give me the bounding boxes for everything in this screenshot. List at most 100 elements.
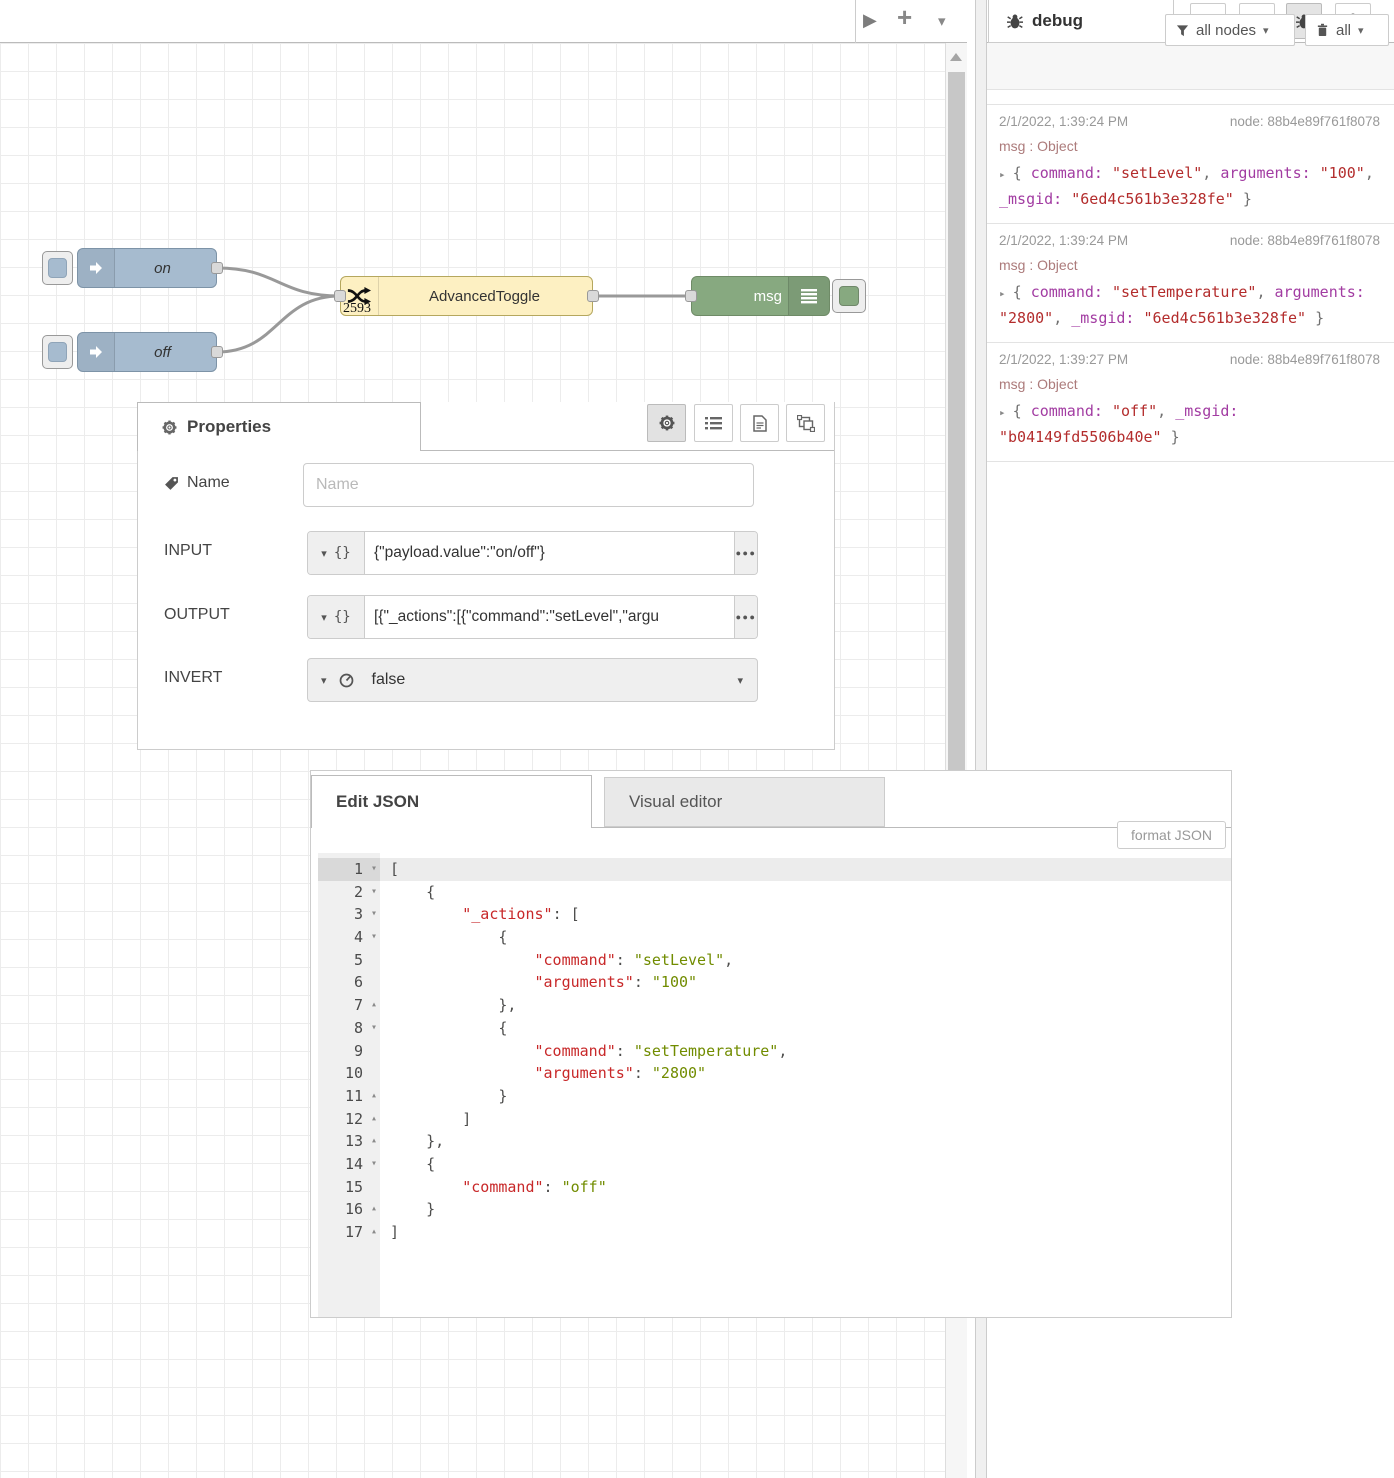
- fold-toggle-icon[interactable]: ▴: [370, 1112, 377, 1124]
- inject-on-button[interactable]: [42, 251, 73, 285]
- debug-node-id: node: 88b4e89f761f8078: [1229, 233, 1380, 248]
- output-value[interactable]: [{"_actions":[{"command":"setLevel","arg…: [374, 608, 659, 625]
- json-code-editor[interactable]: 1▾[2▾ {3▾ "_actions": [4▾ {5 "command": …: [318, 853, 1231, 1317]
- line-number: 7▴: [318, 994, 380, 1017]
- sidebar-resize-handle[interactable]: [976, 0, 987, 1478]
- code-line[interactable]: 5 "command": "setLevel",: [318, 949, 1231, 972]
- line-number: 11▴: [318, 1085, 380, 1108]
- advanced-toggle-node[interactable]: 2593 AdvancedToggle: [340, 276, 593, 316]
- tab-properties[interactable]: Properties: [137, 402, 421, 451]
- expand-arrow-icon[interactable]: ▸: [999, 168, 1006, 181]
- tab-visual-editor[interactable]: Visual editor: [604, 777, 885, 827]
- code-token: ,: [1053, 309, 1072, 327]
- invert-select[interactable]: ▾ false ▾: [307, 658, 758, 702]
- port-on-output[interactable]: [211, 262, 223, 274]
- clear-messages-button[interactable]: all ▾: [1305, 14, 1389, 46]
- input-type-select[interactable]: ▾ {}: [308, 532, 365, 574]
- fold-toggle-icon[interactable]: ▾: [370, 908, 377, 920]
- code-line[interactable]: 6 "arguments": "100": [318, 971, 1231, 994]
- code-token: :: [615, 1041, 634, 1060]
- line-number: 17▴: [318, 1221, 380, 1244]
- code-token: [390, 951, 535, 969]
- tag-icon: [165, 476, 178, 490]
- expand-editor-button[interactable]: ●●●: [734, 596, 757, 638]
- code-line[interactable]: 17▴]: [318, 1221, 1231, 1244]
- debug-toggle-button[interactable]: [832, 279, 866, 313]
- tab-debug[interactable]: debug: [988, 0, 1174, 43]
- fold-toggle-icon[interactable]: ▴: [370, 999, 377, 1011]
- port-toggle-input[interactable]: [334, 290, 346, 302]
- scrollbar-up-arrow-icon[interactable]: [950, 53, 962, 61]
- code-token: ]: [390, 1223, 400, 1241]
- inject-button-inner: [48, 342, 67, 362]
- code-line[interactable]: 14▾ {: [318, 1153, 1231, 1176]
- tab-edit-json[interactable]: Edit JSON: [311, 775, 592, 828]
- filter-label: all nodes: [1196, 21, 1257, 39]
- port-toggle-output[interactable]: [587, 290, 599, 302]
- input-value[interactable]: {"payload.value":"on/off"}: [374, 544, 545, 561]
- code-token: },: [390, 1132, 445, 1151]
- fold-toggle-icon[interactable]: ▾: [370, 885, 377, 897]
- expand-editor-button[interactable]: ●●●: [734, 532, 757, 574]
- code-line[interactable]: 12▴ ]: [318, 1108, 1231, 1131]
- line-number: 2▾: [318, 881, 380, 904]
- debug-object-line[interactable]: ▸{ command: "setLevel", arguments: "100"…: [999, 161, 1384, 211]
- fold-toggle-icon[interactable]: ▾: [370, 931, 377, 943]
- list-view-button[interactable]: [694, 404, 733, 442]
- code-line[interactable]: 3▾ "_actions": [: [318, 903, 1231, 926]
- code-token: :: [615, 950, 634, 969]
- code-line[interactable]: 2▾ {: [318, 881, 1231, 904]
- code-line[interactable]: 4▾ {: [318, 926, 1231, 949]
- inject-on-node[interactable]: on: [77, 248, 217, 288]
- code-line[interactable]: 10 "arguments": "2800": [318, 1062, 1231, 1085]
- code-token: "command": [534, 950, 616, 969]
- output-type-select[interactable]: ▾ {}: [308, 596, 365, 638]
- debug-property-path: msg : Object: [999, 257, 1078, 273]
- msg-debug-node[interactable]: msg: [691, 276, 830, 316]
- code-line[interactable]: 1▾[: [318, 858, 1231, 881]
- code-text: }: [380, 1198, 1231, 1221]
- code-line[interactable]: 13▴ },: [318, 1130, 1231, 1153]
- code-line[interactable]: 15 "command": "off": [318, 1176, 1231, 1199]
- fold-toggle-icon[interactable]: ▾: [370, 1021, 377, 1033]
- properties-header-line: [420, 450, 834, 451]
- code-line[interactable]: 11▴ }: [318, 1085, 1231, 1108]
- output-typed-field: ▾ {} [{"_actions":[{"command":"setLevel"…: [307, 595, 758, 639]
- inject-off-node[interactable]: off: [77, 332, 217, 372]
- description-button[interactable]: [740, 404, 779, 442]
- fold-toggle-icon[interactable]: ▾: [370, 1157, 377, 1169]
- edit-properties-button[interactable]: [647, 404, 686, 442]
- fold-toggle-icon[interactable]: ▾: [370, 863, 377, 874]
- play-icon[interactable]: ▶: [863, 10, 877, 30]
- code-line[interactable]: 7▴ },: [318, 994, 1231, 1017]
- format-json-button[interactable]: format JSON: [1117, 821, 1226, 849]
- gear-icon: [659, 415, 674, 431]
- port-msg-input[interactable]: [685, 290, 697, 302]
- inject-off-button[interactable]: [42, 335, 73, 369]
- code-token: },: [390, 996, 517, 1015]
- code-token: ,: [724, 950, 734, 969]
- fold-toggle-icon[interactable]: ▴: [370, 1226, 377, 1237]
- debug-object-line[interactable]: ▸{ command: "off", _msgid: "b04149fd5506…: [999, 399, 1384, 449]
- code-line[interactable]: 16▴ }: [318, 1198, 1231, 1221]
- code-token: "2800": [651, 1064, 707, 1083]
- name-input[interactable]: [303, 463, 754, 507]
- code-text: }: [380, 1085, 1231, 1108]
- fold-toggle-icon[interactable]: ▴: [370, 1203, 377, 1215]
- fold-toggle-icon[interactable]: ▴: [370, 1089, 377, 1101]
- appearance-button[interactable]: [786, 404, 825, 442]
- flow-list-chevron-icon[interactable]: ▾: [938, 13, 946, 30]
- code-line[interactable]: 9 "command": "setTemperature",: [318, 1040, 1231, 1063]
- debug-object-line[interactable]: ▸{ command: "setTemperature", arguments:…: [999, 280, 1384, 330]
- port-off-output[interactable]: [211, 346, 223, 358]
- debug-timestamp: 2/1/2022, 1:39:27 PM: [999, 352, 1129, 367]
- inject-arrow-icon: [90, 262, 102, 274]
- expand-arrow-icon[interactable]: ▸: [999, 406, 1006, 419]
- filter-nodes-button[interactable]: all nodes ▾: [1165, 14, 1295, 46]
- document-icon: [752, 414, 767, 432]
- expand-arrow-icon[interactable]: ▸: [999, 287, 1006, 300]
- code-line[interactable]: 8▾ {: [318, 1017, 1231, 1040]
- fold-toggle-icon[interactable]: ▴: [370, 1135, 377, 1147]
- add-flow-icon[interactable]: +: [897, 2, 913, 32]
